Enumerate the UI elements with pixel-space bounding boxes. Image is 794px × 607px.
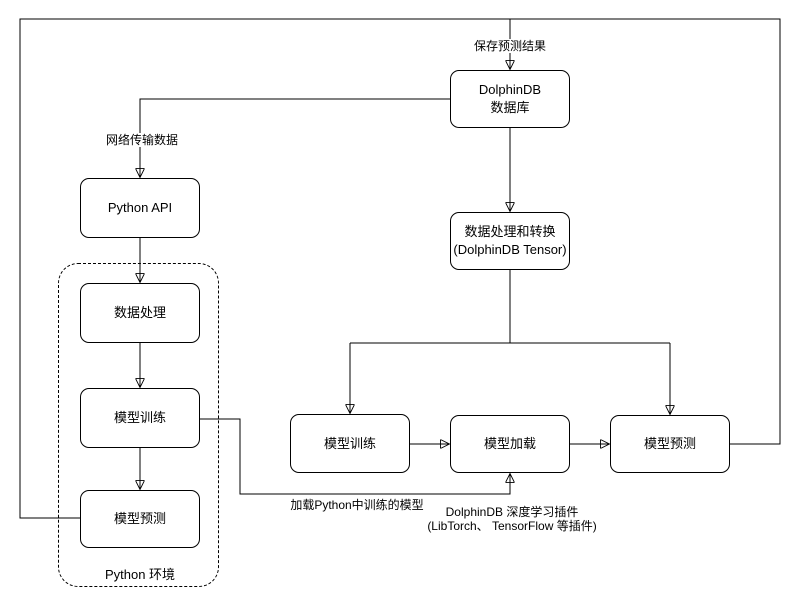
edge-label-load-python-trained-model: 加载Python中训练的模型 — [287, 498, 427, 513]
node-dolphindb-database-line2: 数据库 — [490, 100, 530, 115]
node-model-prediction-python: 模型预测 — [80, 490, 200, 548]
edge-save-loop-right — [510, 18, 781, 445]
node-dolphindb-database: DolphinDB 数据库 — [450, 70, 570, 128]
node-model-training-python-label: 模型训练 — [113, 410, 166, 426]
node-dolphindb-database-line1: DolphinDB — [478, 82, 542, 98]
edge-label-dl-plugin: DolphinDB 深度学习插件 (LibTorch、 TensorFlow 等… — [424, 505, 600, 534]
edge-network-transfer — [140, 98, 450, 177]
node-model-training-ddb-label: 模型训练 — [323, 435, 376, 451]
node-model-loading: 模型加载 — [450, 415, 570, 473]
edge-label-dl-plugin-line2: (LibTorch、 TensorFlow 等插件) — [427, 519, 597, 534]
node-data-processing-label: 数据处理 — [113, 305, 166, 321]
node-model-prediction-python-label: 模型预测 — [113, 511, 166, 527]
node-model-loading-label: 模型加载 — [483, 436, 536, 452]
node-python-api: Python API — [80, 178, 200, 238]
node-python-api-label: Python API — [107, 200, 173, 216]
node-data-transform-line1: 数据处理和转换 — [464, 224, 556, 240]
edge-label-dl-plugin-line1: DolphinDB 深度学习插件 — [445, 505, 579, 519]
python-env-label: Python 环境 — [104, 567, 176, 582]
node-model-prediction-ddb: 模型预测 — [610, 415, 730, 473]
edge-label-save-prediction-results: 保存预测结果 — [470, 39, 550, 54]
node-data-transform: 数据处理和转换 (DolphinDB Tensor) — [450, 212, 570, 270]
node-model-training-ddb: 模型训练 — [290, 414, 410, 473]
edge-python-training-to-loading — [200, 418, 510, 495]
python-env-container — [58, 263, 219, 587]
edge-save-loop-left — [19, 18, 510, 519]
node-data-processing: 数据处理 — [80, 283, 200, 343]
node-model-prediction-ddb-label: 模型预测 — [643, 436, 696, 452]
node-data-transform-line2: (DolphinDB Tensor) — [453, 242, 567, 257]
edge-label-network-transfer-data: 网络传输数据 — [102, 133, 182, 148]
node-model-training-python: 模型训练 — [80, 388, 200, 448]
